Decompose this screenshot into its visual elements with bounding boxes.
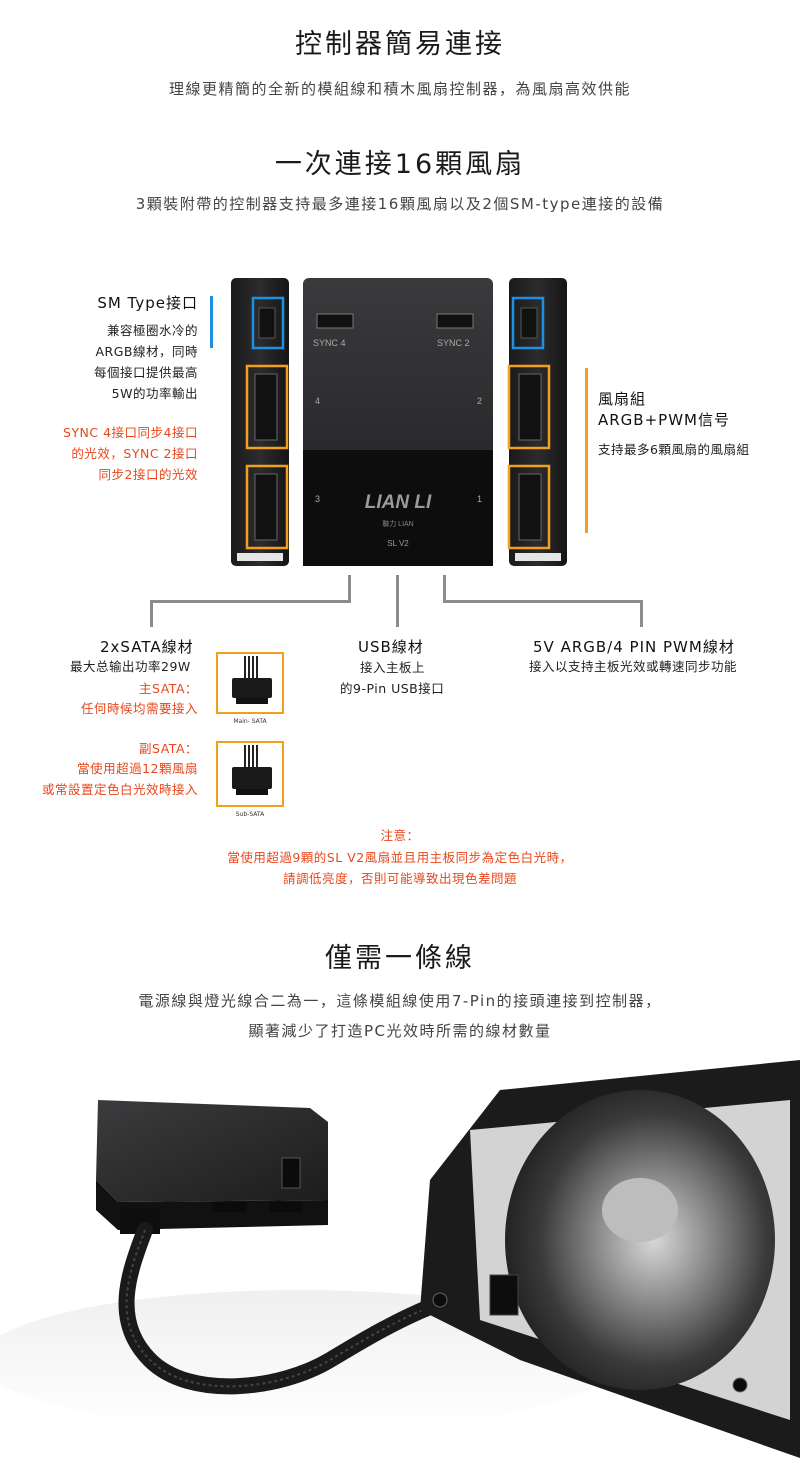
sata-title: 2xSATA線材 (100, 638, 194, 656)
sata-main-desc: 任何時候均需要接入 (80, 701, 198, 716)
sm-type-desc: 兼容極圈水冷的 ARGB線材，同時 每個接口提供最高 5W的功率輸出 (93, 323, 198, 401)
right-fan-port-1 (507, 464, 551, 550)
sata-sub-label: 副SATA： (139, 741, 198, 756)
connector-line-usb (396, 575, 399, 627)
brand-logo: LIAN LI (365, 492, 432, 513)
product-photo (0, 1060, 800, 1458)
sub-sata-caption: Sub-SATA (235, 811, 265, 818)
sata-power: 最大总输出功率29W (70, 659, 191, 674)
left-sm-port (251, 296, 285, 350)
page-subtitle: 理線更精簡的全新的模組線和積木風扇控制器，為風扇高效供能 (168, 80, 631, 98)
port4-label: 4 (315, 396, 320, 406)
right-fan-port-2 (507, 364, 551, 450)
usb-line-1: 接入主板上 (360, 660, 426, 675)
sata-main-label: 主SATA： (139, 681, 198, 696)
notice-title: 注意： (380, 828, 420, 843)
sync-note: SYNC 4接口同步4接口 的光效，SYNC 2接口 同步2接口的光效 (62, 425, 198, 482)
connector-line-sata-horizontal (150, 600, 351, 603)
main-sata-image (216, 652, 284, 714)
right-sm-port (511, 296, 545, 350)
sync4-port (316, 313, 354, 329)
notice-line-1: 當使用超過9顆的SL V2風扇並且用主板同步為定色白光時， (227, 850, 573, 865)
notice-line-2: 請調低亮度，否則可能導致出現色差問題 (282, 871, 517, 886)
port1-label: 1 (477, 494, 482, 504)
sata-sub-desc-2: 或常設置定色白光效時接入 (41, 782, 198, 797)
main-sata-caption: Main- SATA (233, 718, 267, 725)
argb-title: 5V ARGB/4 PIN PWM線材 (533, 638, 735, 656)
port3-label: 3 (315, 494, 320, 504)
connector-line-argb-horizontal (443, 600, 643, 603)
fan-group-desc: 支持最多6顆風扇的風扇組 (598, 442, 750, 457)
usb-title: USB線材 (358, 638, 424, 656)
sm-type-marker (210, 296, 213, 348)
connector-line-sata-vertical (348, 575, 351, 602)
fan-group-title: 風扇組 ARGB+PWM信号 (598, 390, 730, 429)
port2-label: 2 (477, 396, 482, 406)
section-title-one-cable: 僅需一條線 (325, 943, 475, 974)
controller-illustration: SYNC 4 SYNC 2 4 2 3 1 LIAN LI 聯力 LIAN SL… (231, 278, 567, 566)
section3-line-2: 顯著減少了打造PC光效時所需的線材數量 (248, 1022, 552, 1040)
sync2-port (436, 313, 474, 329)
argb-desc: 接入以支持主板光效或轉速同步功能 (529, 659, 738, 674)
connector-line-argb-vertical (443, 575, 446, 603)
sm-type-title: SM Type接口 (97, 294, 198, 312)
sync4-label: SYNC 4 (313, 338, 346, 348)
section-subtitle-16-fans: 3顆裝附帶的控制器支持最多連接16顆風扇以及2個SM-type連接的設備 (135, 195, 665, 213)
fan-group-marker (585, 368, 588, 533)
brand-sub: 聯力 LIAN (382, 519, 414, 528)
section-title-16-fans: 一次連接16顆風扇 (274, 149, 526, 180)
sync2-label: SYNC 2 (437, 338, 470, 348)
sub-sata-image (216, 741, 284, 807)
sata-sub-desc-1: 當使用超過12顆風扇 (77, 761, 198, 776)
section3-line-1: 電源線與燈光線合二為一，這條模組線使用7-Pin的接頭連接到控制器， (138, 992, 662, 1010)
left-fan-port-4 (245, 364, 289, 450)
left-fan-port-3 (245, 464, 289, 550)
photo-controller (96, 1100, 328, 1202)
usb-line-2: 的9-Pin USB接口 (340, 681, 445, 696)
page-title: 控制器簡易連接 (295, 29, 505, 60)
connector-line-sata-drop (150, 600, 153, 627)
model-label: SL V2 (387, 539, 409, 548)
connector-line-argb-drop (640, 600, 643, 627)
